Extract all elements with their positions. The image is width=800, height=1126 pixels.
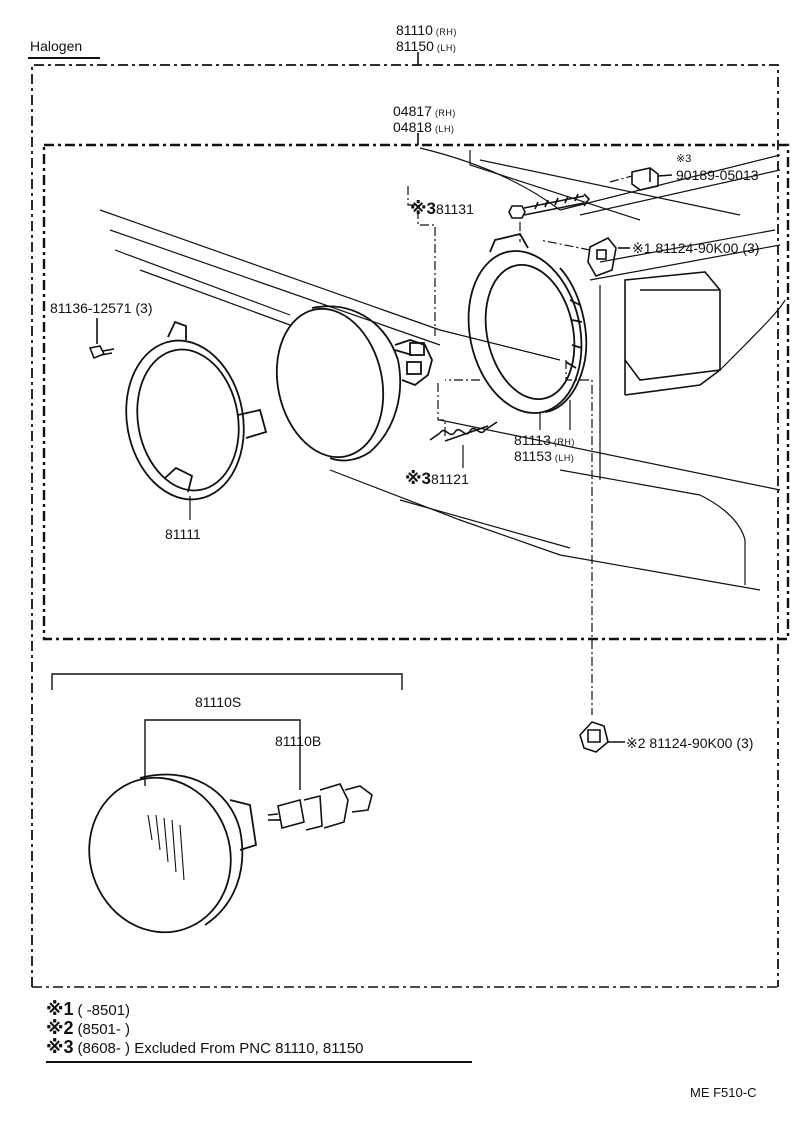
side-marker-block [624,271,721,396]
leader-lines [407,175,633,715]
clip-1-label: ※1 81124-90K00 (3) [632,240,759,256]
lamp-sub-bracket [51,673,403,690]
vehicle-body-lines [99,147,786,591]
clip-1-mark: ※1 [632,240,652,256]
unit-rh-side: (RH) [434,108,456,118]
sealed-beam-lamp [275,305,433,462]
lower-headlamp-shape [88,773,258,934]
clip-2-number: 81124-90K00 (3) [649,735,754,751]
unit-lh-number: 04818 [393,119,432,135]
bulb-label: 81110B [275,733,322,749]
spring-81121-label: ※381121 [405,469,469,488]
body-lh-side: (LH) [554,453,575,463]
headlamp-mounting-ring [467,232,588,414]
assy-rh-label: 81110(RH) [396,22,457,40]
legend-row-1: ※1( -8501) [46,1000,130,1020]
body-lh-number: 81153 [514,448,552,464]
legend-row-3: ※3(8608- ) Excluded From PNC 81110, 8115… [46,1038,364,1058]
body-rh-label: 81113(RH) [514,432,575,450]
legend-ref-3: ※3 [46,1037,74,1057]
assy-rh-number: 81110 [396,22,433,38]
legend-underline [46,1061,472,1063]
unit-rh-label: 04817(RH) [393,103,456,121]
section-title: Halogen [30,38,83,54]
legend-row-2: ※2(8501- ) [46,1019,130,1039]
footer-code: ME F510-C [690,1085,757,1100]
legend-ref-1: ※1 [46,999,74,1019]
retaining-ring-81111 [125,320,268,501]
screw-81131-shape [508,193,591,219]
clip-1-number: 81124-90K00 (3) [655,240,760,256]
assy-lh-number: 81150 [396,38,434,54]
spring-81121-number: 81121 [430,471,469,487]
legend-ref-2: ※2 [46,1018,74,1038]
spring-mark: ※3 [405,469,431,488]
body-lh-label: 81153(LH) [514,448,574,466]
inner-unit-border [42,143,790,641]
assy-rh-side: (RH) [435,27,457,37]
screw-81131-label: ※381131 [410,199,474,218]
bulb-81110b-shape [267,783,373,831]
lamp-sub-label: 81110S [195,694,242,710]
screw-81136-label: 81136-12571 (3) [50,300,153,316]
ring-81111-label: 81111 [165,526,201,542]
assy-lh-side: (LH) [436,43,457,53]
nut-90189-shape [631,167,673,191]
legend-text-2: (8501- ) [77,1021,131,1038]
nut-mark: ※3 [676,153,692,165]
screw-81131-mark: ※3 [410,199,436,218]
legend-text-3: (8608- ) Excluded From PNC 81110, 81150 [77,1040,364,1057]
unit-rh-number: 04817 [393,103,432,119]
assy-lh-label: 81150(LH) [396,38,456,56]
clip-2-mark: ※2 [626,735,646,751]
clip-1-shape [587,236,630,277]
clip-2-shape [579,721,625,753]
spring-81121-shape [429,421,498,442]
body-rh-side: (RH) [553,437,575,447]
nut-90189-label: 90189-05013 [676,167,759,183]
outer-assembly-border [31,64,779,987]
screw-81131-number: 81131 [435,201,474,217]
unit-lh-label: 04818(LH) [393,119,454,137]
legend-text-1: ( -8501) [77,1002,131,1019]
unit-lh-side: (LH) [434,124,455,134]
body-rh-number: 81113 [514,432,551,448]
solid-leaders [189,400,571,520]
screw-81136-shape [88,318,115,360]
clip-2-label: ※2 81124-90K00 (3) [626,735,753,751]
